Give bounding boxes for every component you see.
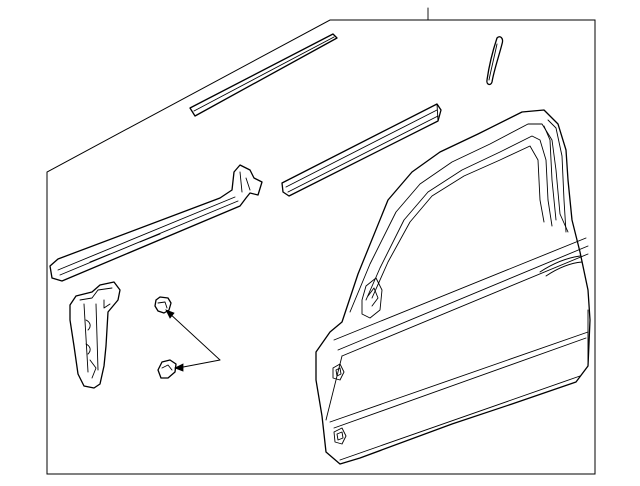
door-shell xyxy=(315,109,591,465)
belt-molding-upper xyxy=(189,33,338,117)
callout-arrow-clips xyxy=(165,309,221,372)
hinge-pillar-bracket xyxy=(69,281,121,389)
door-clip-upper xyxy=(154,296,172,314)
belt-molding-lower xyxy=(281,103,442,197)
door-edge-weatherstrip xyxy=(486,36,504,86)
door-clip-lower xyxy=(157,359,177,379)
door-sash-reinforcement xyxy=(49,164,263,282)
diagram-frame xyxy=(46,19,596,475)
